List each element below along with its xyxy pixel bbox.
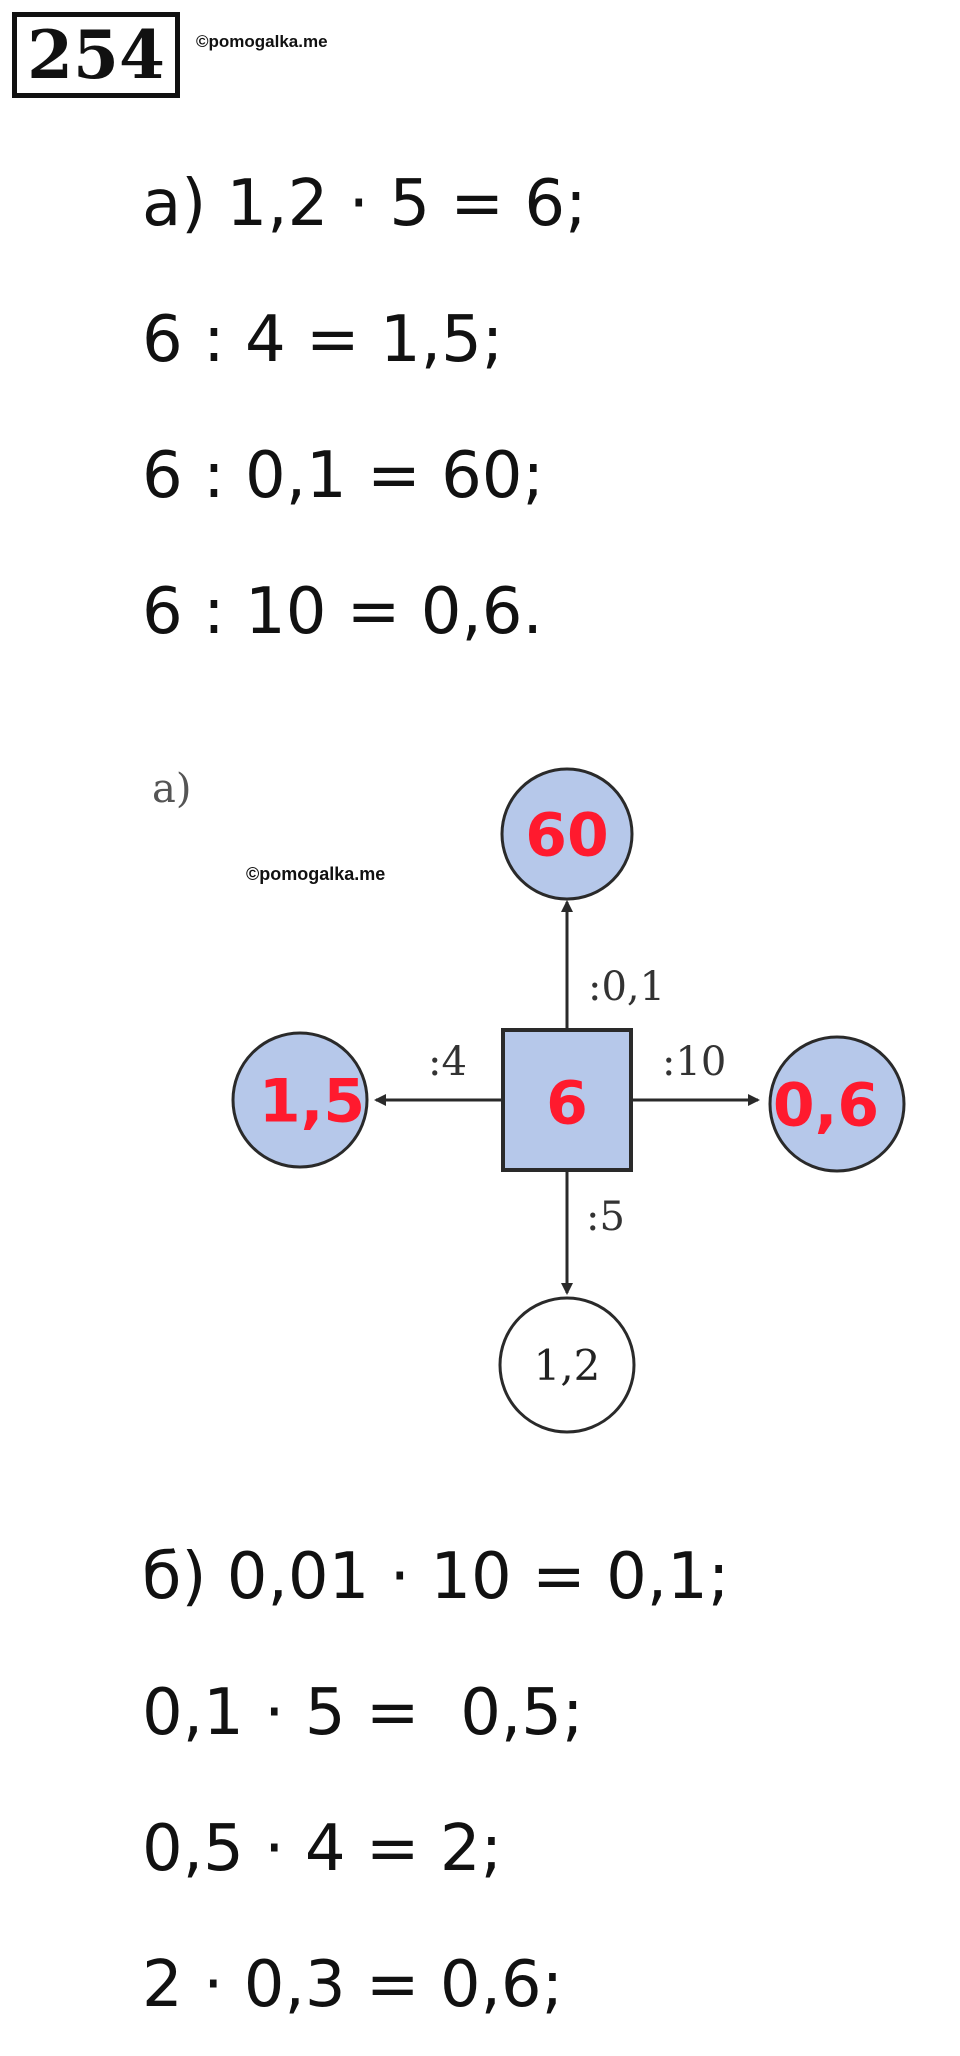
equation-a-4: 6 : 10 = 0,6. — [142, 575, 543, 649]
problem-number: 254 — [12, 12, 180, 98]
op-label-top: :0,1 — [588, 964, 665, 1010]
equation-a-1: а) 1,2 · 5 = 6; — [142, 167, 587, 241]
node-right-value: 0,6 — [773, 1071, 879, 1141]
node-right — [768, 1035, 906, 1173]
watermark: ©pomogalka.me — [196, 32, 328, 51]
node-top-value: 60 — [525, 801, 609, 871]
op-label-bottom: :5 — [586, 1194, 625, 1240]
equation-b-1: б) 0,01 · 10 = 0,1; — [142, 1540, 730, 1614]
op-label-left: :4 — [428, 1039, 467, 1085]
node-bottom-value: 1,2 — [534, 1341, 601, 1390]
equation-a-3: 6 : 0,1 = 60; — [142, 439, 545, 513]
diagram-label: а) — [152, 766, 191, 812]
node-left-value: 1,5 — [259, 1067, 365, 1137]
equation-b-3: 0,5 · 4 = 2; — [142, 1812, 503, 1886]
op-label-right: :10 — [662, 1039, 726, 1085]
equation-b-2: 0,1 · 5 = 0,5; — [142, 1676, 584, 1750]
node-top — [500, 767, 634, 901]
node-left — [231, 1031, 369, 1169]
center-value: 6 — [546, 1069, 588, 1139]
equation-a-2: 6 : 4 = 1,5; — [142, 303, 504, 377]
diagram-watermark: ©pomogalka.me — [246, 864, 385, 884]
center-square — [501, 1028, 633, 1172]
equation-b-4: 2 · 0,3 = 0,6; — [142, 1948, 564, 2022]
node-bottom — [498, 1296, 636, 1434]
division-diagram: а) ©pomogalka.me :0,1 :4 :10 :5 60 1,5 0… — [152, 766, 906, 1434]
